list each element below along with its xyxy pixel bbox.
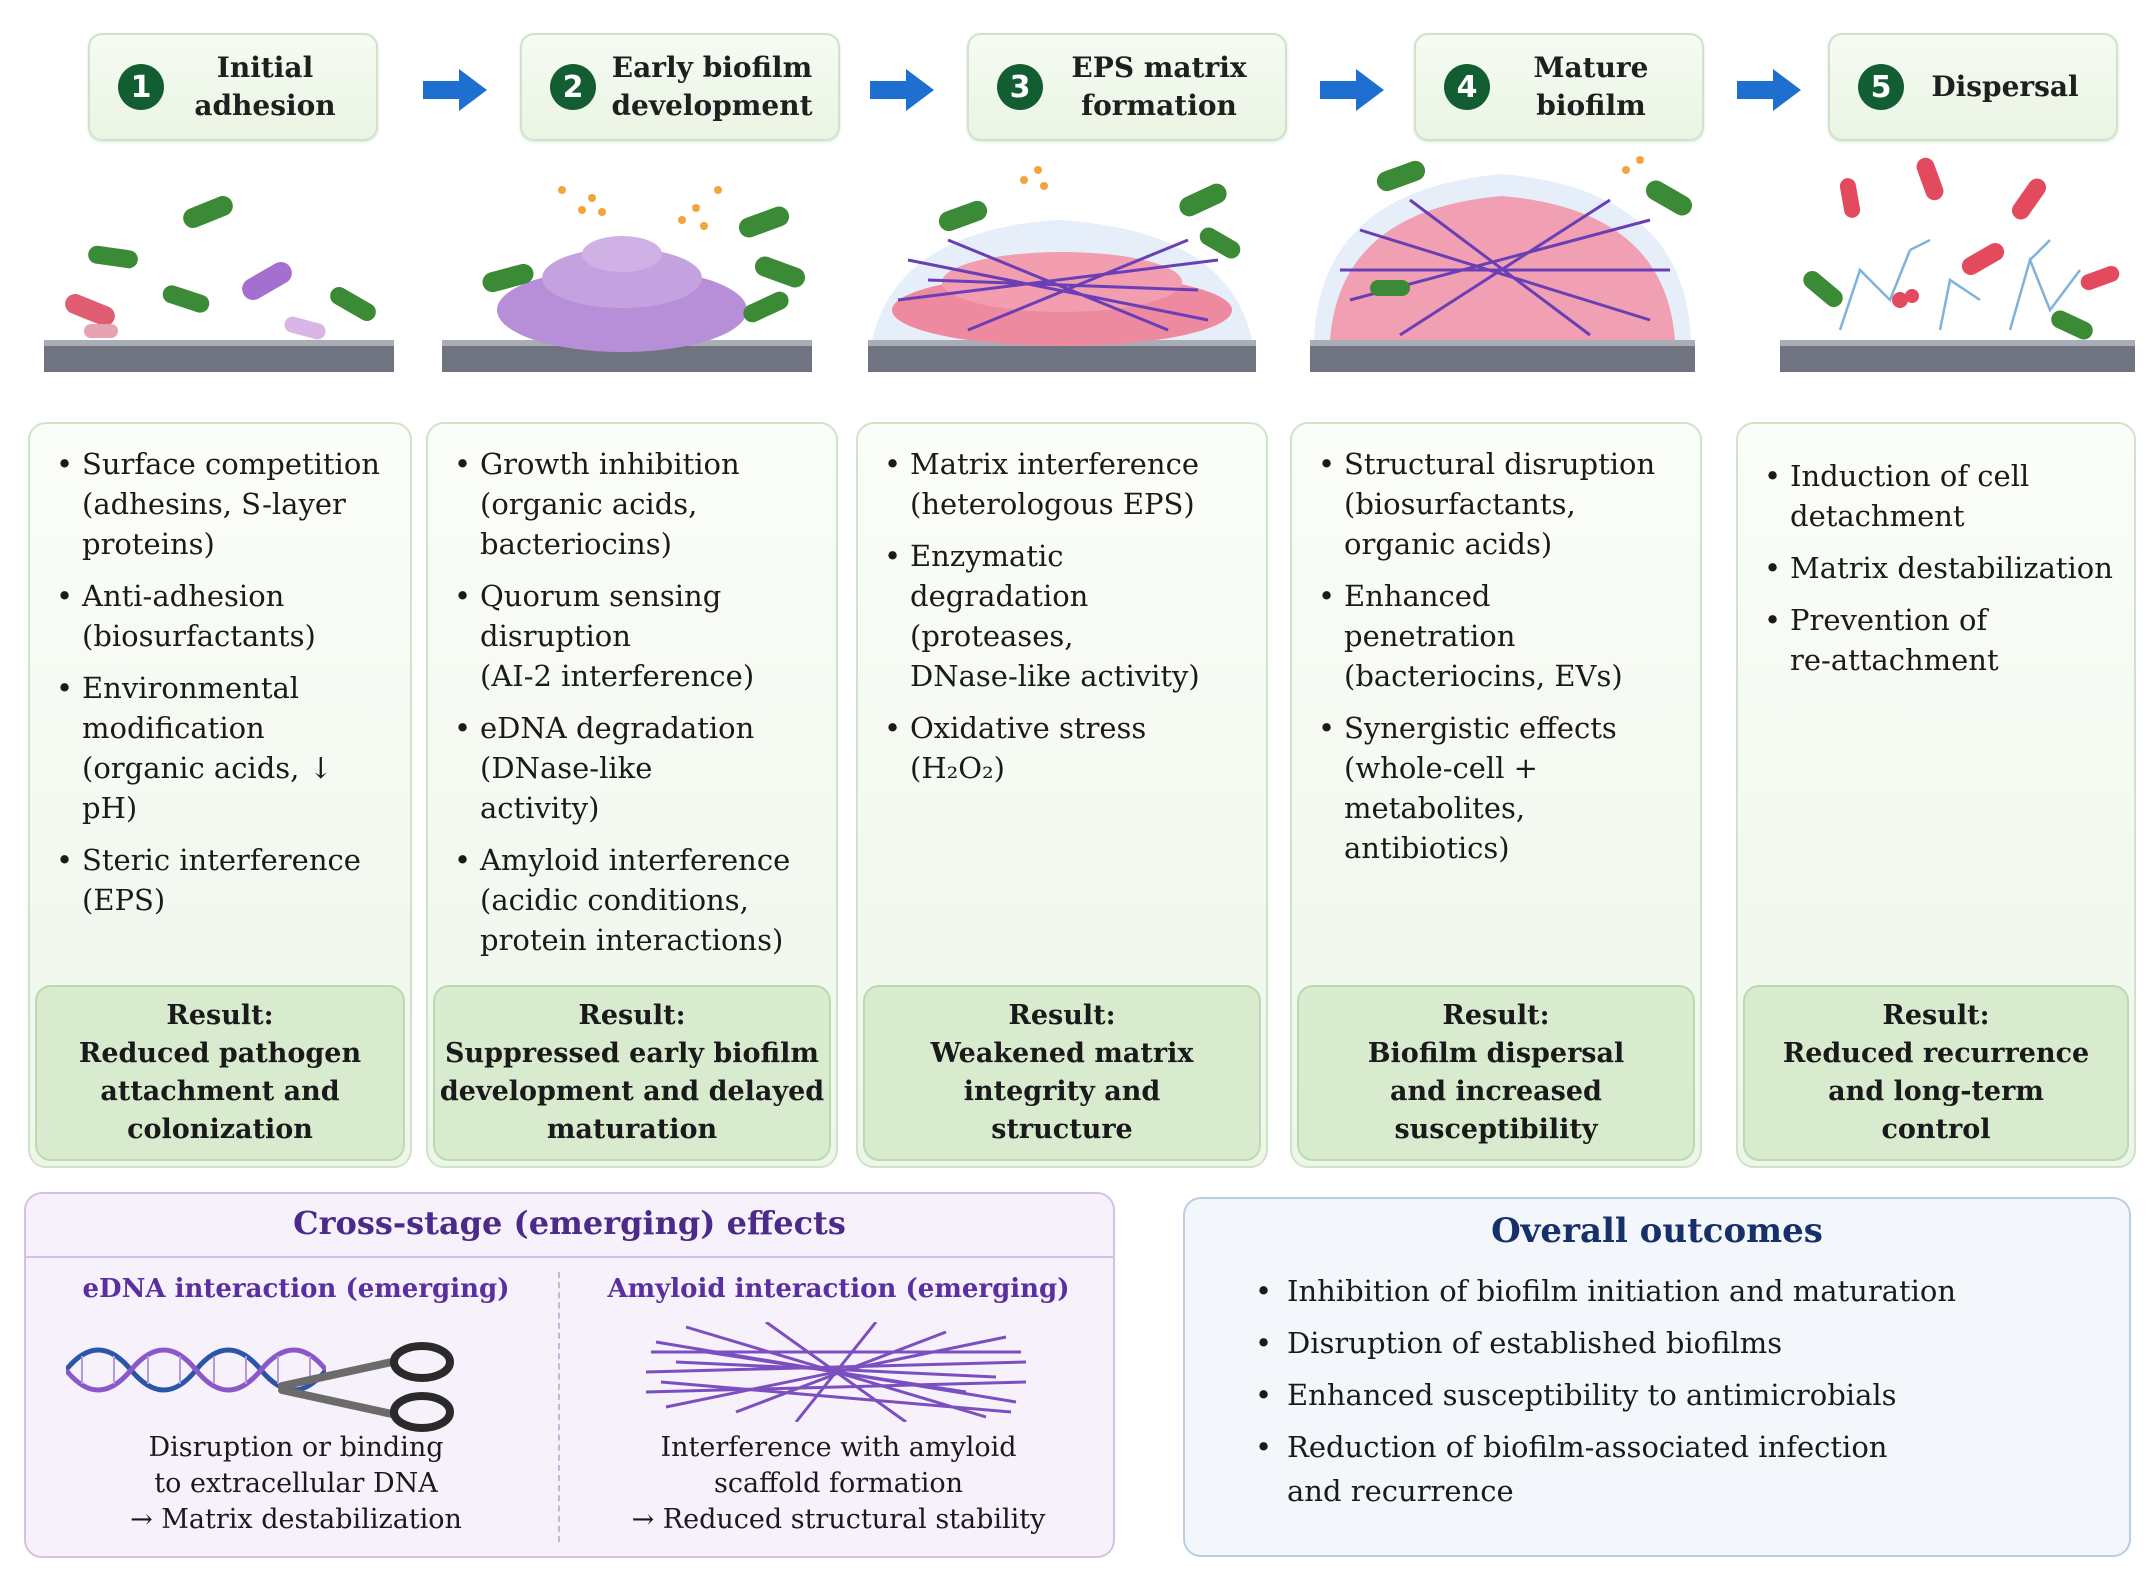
mechanism-item: Enzymatic degradation (proteases, DNase-… (884, 536, 1252, 696)
amyloid-fibril-icon (646, 1322, 1026, 1422)
right-arrow-icon (1320, 69, 1384, 111)
stage-2-title: Early biofilm development (611, 51, 813, 122)
stage-1-mechanisms: Surface competition (adhesins, S-layer p… (28, 422, 412, 1168)
result-line: maturation (546, 1114, 718, 1145)
stage-2-header: 2 Early biofilm development (520, 33, 840, 141)
stage-1-result: Result: Reduced pathogen attachment and … (35, 985, 405, 1161)
stage-1-number: 1 (118, 64, 164, 110)
stage-3-result: Result: Weakened matrix integrity and st… (863, 985, 1261, 1161)
stage-3-illustration (868, 166, 1256, 372)
scissors-icon (278, 1342, 454, 1432)
stage-4-header: 4 Mature biofilm (1414, 33, 1704, 141)
result-line: integrity and (963, 1076, 1161, 1107)
stage-3-mechanisms: Matrix interference (heterologous EPS) E… (856, 422, 1268, 1168)
outcome-item: Enhanced susceptibility to antimicrobial… (1255, 1373, 2099, 1417)
stage-5-mechanisms: Induction of cell detachment Matrix dest… (1736, 422, 2136, 1168)
result-line: and long-term (1828, 1076, 2044, 1107)
right-arrow-icon (423, 69, 487, 111)
stage-3-number: 3 (997, 64, 1043, 110)
result-line: attachment and (100, 1076, 340, 1107)
bacterium-icon (183, 196, 233, 228)
stage-4-result: Result: Biofilm dispersal and increased … (1297, 985, 1695, 1161)
cross-stage-panel: Cross-stage (emerging) effects eDNA inte… (24, 1192, 1115, 1558)
mechanism-item: Anti-adhesion (biosurfactants) (56, 576, 396, 656)
stage-2-mechanisms: Growth inhibition (organic acids, bacter… (426, 422, 838, 1168)
mechanism-item: Prevention of re-attachment (1764, 600, 2120, 680)
mechanism-item: Amyloid interference (acidic conditions,… (454, 840, 822, 960)
mechanism-item: Surface competition (adhesins, S-layer p… (56, 444, 396, 564)
stage-3-header: 3 EPS matrix formation (967, 33, 1287, 141)
stage-5-header: 5 Dispersal (1828, 33, 2118, 141)
result-line: susceptibility (1394, 1114, 1598, 1145)
right-arrow-icon (1737, 69, 1801, 111)
stage-5-result: Result: Reduced recurrence and long-term… (1743, 985, 2129, 1161)
stage-4-mechanisms: Structural disruption (biosurfactants, o… (1290, 422, 1702, 1168)
mechanism-item: Induction of cell detachment (1764, 456, 2120, 536)
cross-stage-title: Cross-stage (emerging) effects (26, 1194, 1113, 1258)
mechanism-item: Environmental modification (organic acid… (56, 668, 396, 828)
result-line: Weakened matrix (930, 1038, 1194, 1069)
mechanism-item: Synergistic effects (whole-cell + metabo… (1318, 708, 1686, 868)
result-label: Result: (166, 1000, 274, 1031)
overall-outcomes-title: Overall outcomes (1491, 1211, 1823, 1251)
stage-4-title: Mature biofilm (1533, 51, 1649, 122)
stage-1-title: Initial adhesion (194, 51, 336, 122)
result-label: Result: (1442, 1000, 1550, 1031)
outcome-item: Disruption of established biofilms (1255, 1321, 2099, 1365)
stage-5-illustration (1780, 157, 2135, 372)
mechanism-item: Growth inhibition (organic acids, bacter… (454, 444, 822, 564)
stage-2-illustration (442, 186, 812, 372)
mechanism-item: Quorum sensing disruption (AI-2 interfer… (454, 576, 822, 696)
stage-2-result: Result: Suppressed early biofilm develop… (433, 985, 831, 1161)
stage-5-number: 5 (1858, 64, 1904, 110)
outcome-item: Inhibition of biofilm initiation and mat… (1255, 1269, 2099, 1313)
mechanism-item: eDNA degradation (DNase-like activity) (454, 708, 822, 828)
result-line: Reduced recurrence (1782, 1038, 2090, 1069)
cross-stage-divider (558, 1272, 560, 1542)
stage-3-title: EPS matrix formation (1071, 51, 1247, 122)
amyloid-subtitle: Amyloid interaction (emerging) (607, 1274, 1070, 1304)
result-line: structure (991, 1114, 1133, 1145)
result-line: Reduced pathogen (78, 1038, 362, 1069)
stage-5-title: Dispersal (1931, 70, 2079, 103)
amyloid-description: Interference with amyloid scaffold forma… (631, 1432, 1046, 1535)
mechanism-item: Matrix interference (heterologous EPS) (884, 444, 1252, 524)
mechanism-item: Structural disruption (biosurfactants, o… (1318, 444, 1686, 564)
result-line: and increased (1390, 1076, 1602, 1107)
overall-outcomes-panel: Overall outcomes Inhibition of biofilm i… (1183, 1197, 2131, 1557)
mechanism-item: Oxidative stress (H₂O₂) (884, 708, 1252, 788)
mechanism-item: Steric interference (EPS) (56, 840, 396, 920)
result-label: Result: (578, 1000, 686, 1031)
stage-1-illustration (44, 196, 394, 372)
edna-description: Disruption or binding to extracellular D… (130, 1432, 462, 1535)
stage-4-illustration (1310, 156, 1695, 372)
result-label: Result: (1882, 1000, 1990, 1031)
result-line: Biofilm dispersal (1367, 1038, 1625, 1069)
result-label: Result: (1008, 1000, 1116, 1031)
mechanism-item: Enhanced penetration (bacteriocins, EVs) (1318, 576, 1686, 696)
stage-2-number: 2 (550, 64, 596, 110)
mechanism-item: Matrix destabilization (1764, 548, 2120, 588)
result-line: control (1881, 1114, 1991, 1145)
result-line: Suppressed early biofilm (445, 1038, 819, 1069)
stage-4-number: 4 (1444, 64, 1490, 110)
edna-subtitle: eDNA interaction (emerging) (82, 1274, 510, 1304)
right-arrow-icon (870, 69, 934, 111)
stage-1-header: 1 Initial adhesion (88, 33, 378, 141)
outcome-item: Reduction of biofilm-associated infectio… (1255, 1425, 2099, 1513)
result-line: development and delayed (439, 1076, 825, 1107)
result-line: colonization (127, 1114, 313, 1145)
